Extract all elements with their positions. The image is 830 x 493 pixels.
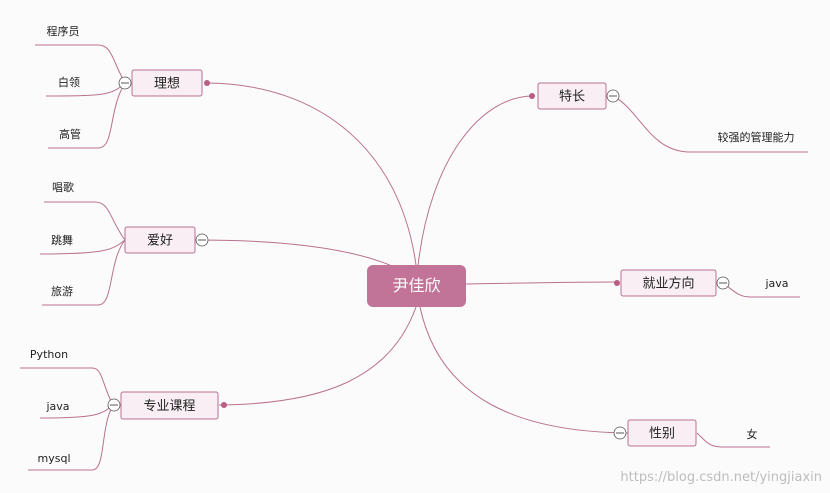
branch-node-label: 特长 <box>559 90 585 105</box>
leaf-labels: 程序员 白领 高管 唱歌 跳舞 旅游 Python java mysql 较强的… <box>30 24 795 465</box>
connector-aihao-leaf-3 <box>42 239 126 306</box>
center-node[interactable]: 尹佳欣 <box>367 265 466 307</box>
leaf-kecheng-1[interactable]: Python <box>30 348 68 361</box>
connector-kecheng-leaf-3 <box>28 404 114 471</box>
leaf-lixiang-3[interactable]: 高管 <box>59 127 81 141</box>
connector-kecheng <box>218 306 417 406</box>
branch-node-label: 就业方向 <box>642 276 694 292</box>
dot-kecheng <box>221 402 227 408</box>
connector-aihao-leaf-1 <box>44 201 126 241</box>
connector-kecheng-leaf-1 <box>20 367 114 406</box>
collapse-toggle-kecheng[interactable] <box>107 398 121 412</box>
leaf-aihao-2[interactable]: 跳舞 <box>51 233 73 247</box>
attachment-dots <box>204 80 620 408</box>
connector-aihao <box>195 239 393 267</box>
leaf-jiuye-1[interactable]: java <box>764 277 788 290</box>
leaf-lixiang-2[interactable]: 白领 <box>58 75 80 89</box>
branch-node-kecheng[interactable]: 专业课程 <box>120 391 219 420</box>
branch-node-aihao[interactable]: 爱好 <box>124 226 196 254</box>
branch-node-xingbie[interactable]: 性别 <box>627 419 697 447</box>
connectors <box>20 44 808 471</box>
leaf-xingbie-1[interactable]: 女 <box>747 427 758 441</box>
branch-node-techang[interactable]: 特长 <box>537 82 607 110</box>
collapse-toggle-aihao[interactable] <box>195 233 209 247</box>
leaf-aihao-1[interactable]: 唱歌 <box>52 180 74 194</box>
branch-node-label: 理想 <box>154 76 180 92</box>
collapse-toggle-techang[interactable] <box>606 89 620 103</box>
connector-xingbie-leaf-1 <box>696 432 770 448</box>
dot-techang <box>529 93 535 99</box>
connector-lixiang <box>206 82 417 266</box>
connector-jiuye <box>465 281 617 285</box>
connector-lixiang-leaf-1 <box>35 44 126 84</box>
collapse-toggle-jiuye[interactable] <box>716 276 730 290</box>
leaf-aihao-3[interactable]: 旅游 <box>51 284 73 298</box>
dot-jiuye <box>614 280 620 286</box>
collapse-toggle-xingbie[interactable] <box>613 426 627 440</box>
connector-lixiang-leaf-3 <box>48 82 126 149</box>
branch-node-label: 专业课程 <box>143 399 195 414</box>
leaf-lixiang-1[interactable]: 程序员 <box>47 24 80 38</box>
leaf-kecheng-3[interactable]: mysql <box>38 452 71 465</box>
connector-techang <box>417 95 533 267</box>
watermark: https://blog.csdn.net/yingjiaxin <box>620 470 822 485</box>
branch-node-label: 爱好 <box>147 234 173 249</box>
branch-node-jiuye[interactable]: 就业方向 <box>620 269 717 297</box>
branch-node-lixiang[interactable]: 理想 <box>131 69 203 97</box>
branch-node-label: 性别 <box>649 427 675 442</box>
leaf-kecheng-2[interactable]: java <box>45 400 69 413</box>
dot-lixiang <box>204 80 210 86</box>
leaf-techang-1[interactable]: 较强的管理能力 <box>718 130 795 144</box>
connector-aihao-leaf-2 <box>39 239 126 255</box>
connector-techang-leaf-1 <box>612 95 808 153</box>
collapse-toggle-lixiang[interactable] <box>118 76 132 90</box>
center-node-label: 尹佳欣 <box>392 276 440 295</box>
connector-xingbie <box>419 306 629 434</box>
